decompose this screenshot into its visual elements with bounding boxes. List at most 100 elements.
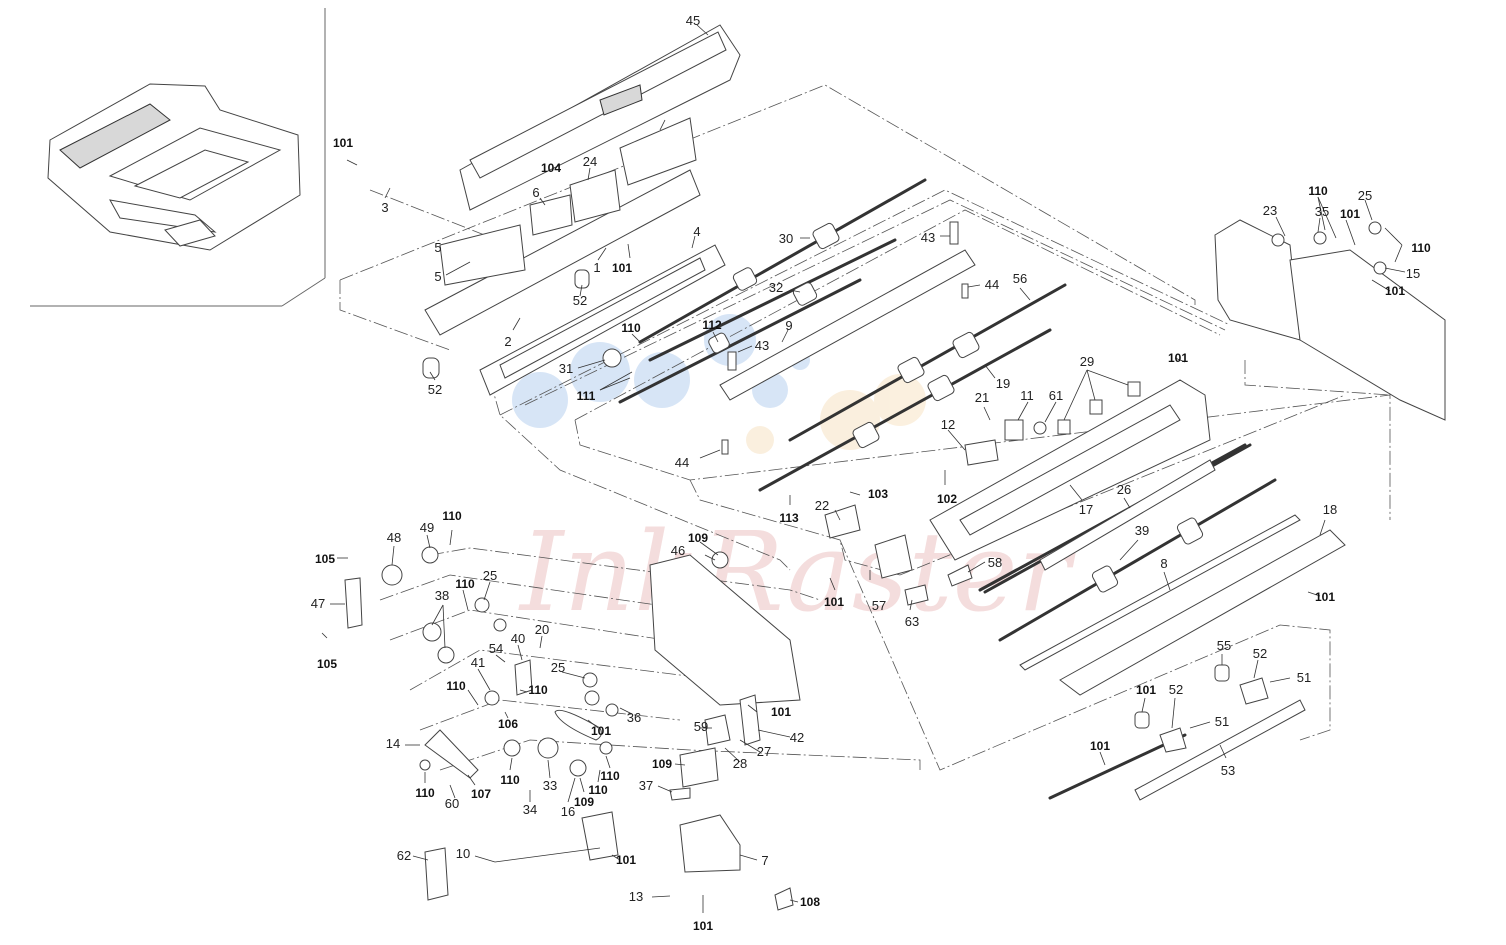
callout-label: 109	[688, 531, 708, 545]
callout-label: 32	[769, 280, 783, 295]
callout-label: 106	[498, 717, 518, 731]
callout-label: 54	[489, 641, 503, 656]
shaft-rollers	[708, 222, 1204, 593]
callout-label: 51	[1297, 670, 1311, 685]
callout-label: 14	[386, 736, 400, 751]
callout-label: 110	[442, 509, 462, 523]
callout-label: 33	[543, 778, 557, 793]
callout-label: 10	[456, 846, 470, 861]
callout-label: 11	[1020, 388, 1034, 403]
callout-label: 52	[1253, 646, 1267, 661]
callout-label: 40	[511, 631, 525, 646]
callout-label: 101	[1168, 351, 1188, 365]
callout-label: 58	[988, 555, 1002, 570]
pin-44-b	[721, 439, 729, 455]
callout-label: 25	[1358, 188, 1372, 203]
callout-label: 13	[629, 889, 643, 904]
callout-label: 18	[1323, 502, 1337, 517]
inset-document-feeder	[47, 83, 301, 251]
spring-43-a	[949, 221, 959, 245]
guide-18	[1059, 529, 1346, 696]
gear-31	[602, 348, 622, 368]
callout-label: 5	[434, 269, 441, 284]
callout-label: 9	[785, 318, 792, 333]
lower-guide-parts	[1134, 664, 1306, 801]
callout-label: 53	[1221, 763, 1235, 778]
spring-43-b	[727, 351, 737, 371]
callout-label: 7	[761, 853, 768, 868]
roller-52-b	[422, 357, 440, 379]
callout-label: 17	[1079, 502, 1093, 517]
callout-label: 105	[317, 657, 337, 671]
callout-label: 62	[397, 848, 411, 863]
callout-label: 24	[583, 154, 597, 169]
callout-label: 5	[434, 240, 441, 255]
callout-label: 41	[471, 655, 485, 670]
callout-label: 29	[1080, 354, 1094, 369]
callout-label: 101	[1136, 683, 1156, 697]
callout-label: 110	[500, 773, 520, 787]
callout-label: 101	[333, 136, 353, 150]
callout-label: 46	[671, 543, 685, 558]
callout-label: 51	[1215, 714, 1229, 729]
callout-label: 109	[652, 757, 672, 771]
callout-label: 101	[612, 261, 632, 275]
callout-label: 47	[311, 596, 325, 611]
side-frame-left	[649, 551, 801, 706]
callout-label: 59	[694, 719, 708, 734]
side-frame-right	[1214, 219, 1446, 421]
callout-label: 56	[1013, 271, 1027, 286]
leader-lines	[321, 24, 1406, 913]
callout-label: 43	[755, 338, 769, 353]
callout-label: 52	[1169, 682, 1183, 697]
callout-label: 57	[872, 598, 886, 613]
top-cover	[459, 24, 741, 211]
solenoid-assembly	[424, 694, 794, 911]
callout-label: 61	[1049, 388, 1063, 403]
callout-label: 55	[1217, 638, 1231, 653]
callout-label: 101	[616, 853, 636, 867]
callout-label: 45	[686, 13, 700, 28]
callout-label: 108	[800, 895, 820, 909]
callout-label: 102	[937, 492, 957, 506]
callout-label: 105	[315, 552, 335, 566]
callout-label: 107	[471, 787, 491, 801]
callout-label: 103	[868, 487, 888, 501]
shafts	[618, 178, 1277, 800]
callout-label: 110	[588, 783, 608, 797]
callout-label: 39	[1135, 523, 1149, 538]
callout-label: 28	[733, 756, 747, 771]
callout-label: 101	[1385, 284, 1405, 298]
callout-label: 8	[1160, 556, 1167, 571]
callout-label: 19	[996, 376, 1010, 391]
small-parts	[824, 381, 1141, 606]
guide-8	[1019, 514, 1301, 671]
guide-bracket	[479, 244, 726, 396]
callout-label: 6	[532, 185, 539, 200]
guide-9	[719, 249, 976, 401]
callout-label: 49	[420, 520, 434, 535]
callout-label: 34	[523, 802, 537, 817]
callout-label: 16	[561, 804, 575, 819]
callout-label: 111	[577, 389, 596, 403]
callout-label: 35	[1315, 204, 1329, 219]
callout-label: 110	[1308, 184, 1328, 198]
callout-label: 26	[1117, 482, 1131, 497]
callout-label: 101	[693, 919, 713, 933]
callout-label: 113	[779, 511, 799, 525]
callout-label: 110	[621, 321, 641, 335]
callout-label: 27	[757, 744, 771, 759]
callout-label: 63	[905, 614, 919, 629]
callout-label: 21	[975, 390, 989, 405]
callout-label: 3	[381, 200, 388, 215]
callout-label: 101	[1090, 739, 1110, 753]
callout-label: 112	[702, 318, 722, 332]
callout-label: 110	[1411, 241, 1431, 255]
callout-label: 2	[504, 334, 511, 349]
roller-52-a	[574, 269, 590, 289]
callout-label: 22	[815, 498, 829, 513]
pin-44-a	[961, 283, 969, 299]
callout-label: 48	[387, 530, 401, 545]
